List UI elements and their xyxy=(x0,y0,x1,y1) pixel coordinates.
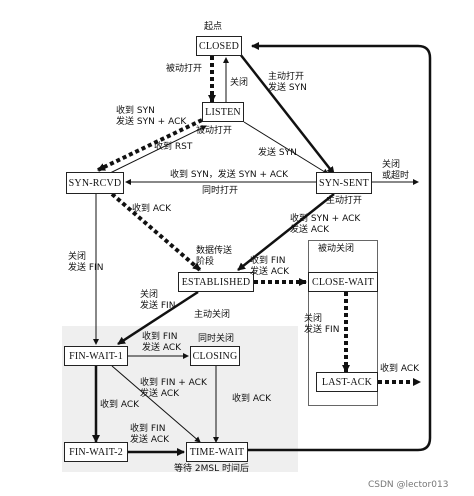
label-passive-close: 被动关闭 xyxy=(318,244,355,254)
label-passive-open-2: 被动打开 xyxy=(196,126,233,136)
label-active-close: 主动关闭 xyxy=(194,310,231,320)
state-closing: CLOSING xyxy=(190,346,240,366)
arrow-closed-synsent xyxy=(239,53,335,175)
arrow-listen-synrcvd xyxy=(97,118,203,172)
label-simultaneous-open: 同时打开 xyxy=(202,186,239,196)
state-last-ack: LAST-ACK xyxy=(316,372,378,392)
label-active-open: 主动打开 xyxy=(326,196,363,206)
state-close-wait: CLOSE-WAIT xyxy=(308,272,378,292)
label-close-send-fin: 关闭 发送 FIN xyxy=(68,252,104,273)
label-data-transfer: 数据传送 阶段 xyxy=(196,246,233,267)
label-close-send-fin-3: 关闭 发送 FIN xyxy=(304,314,340,335)
label-recv-rst: 收到 RST xyxy=(154,142,193,152)
label-close-or-timeout: 关闭 或超时 xyxy=(382,160,410,181)
label-recv-ack-fw1: 收到 ACK xyxy=(100,400,140,410)
label-recv-fin-send-ack-2: 收到 FIN 发送 ACK xyxy=(142,332,182,353)
state-closed: CLOSED xyxy=(196,36,242,56)
state-established: ESTABLISHED xyxy=(178,272,254,292)
label-wait-2msl: 等待 2MSL 时间后 xyxy=(174,464,249,474)
arrow-synrcvd-established xyxy=(110,192,202,272)
state-listen: LISTEN xyxy=(202,102,244,122)
arrow-synsent-established xyxy=(237,193,335,271)
label-send-syn: 发送 SYN xyxy=(258,148,297,158)
arrow-timewait-closed xyxy=(248,42,432,452)
label-recv-fin-send-ack-3: 收到 FIN 发送 ACK xyxy=(130,424,170,445)
label-recv-fin-send-ack: 收到 FIN 发送 ACK xyxy=(250,256,290,277)
label-start: 起点 xyxy=(204,22,223,32)
state-time-wait: TIME-WAIT xyxy=(186,442,248,462)
arrow-listen-synsent xyxy=(243,121,329,175)
state-fin-wait-1: FIN-WAIT-1 xyxy=(64,346,128,366)
arrow-established-finwait1 xyxy=(117,290,199,346)
state-fin-wait-2: FIN-WAIT-2 xyxy=(64,442,128,462)
label-recv-ack-last: 收到 ACK xyxy=(380,364,420,374)
label-recv-ack: 收到 ACK xyxy=(132,204,172,214)
watermark: CSDN @lector013 xyxy=(368,480,449,490)
label-passive-open: 被动打开 xyxy=(166,64,203,74)
state-syn-sent: SYN-SENT xyxy=(316,172,372,194)
passive-close-region xyxy=(308,240,378,406)
arrow-finwait1-timewait xyxy=(111,365,201,443)
label-recv-syn-send-synack: 收到 SYN 发送 SYN + ACK xyxy=(116,106,187,127)
label-recv-synack-send-ack: 收到 SYN + ACK 发送 ACK xyxy=(290,214,361,235)
label-close-listen: 关闭 xyxy=(230,78,249,88)
label-recv-ack-closing: 收到 ACK xyxy=(232,394,272,404)
label-close-send-fin-2: 关闭 发送 FIN xyxy=(140,290,176,311)
label-recv-syn-send-synack-2: 收到 SYN，发送 SYN + ACK xyxy=(170,170,289,180)
arrow-synrcvd-listen xyxy=(103,125,207,177)
label-recv-finack-send-ack: 收到 FIN + ACK 发送 ACK xyxy=(140,378,207,399)
state-syn-rcvd: SYN-RCVD xyxy=(66,172,124,194)
label-simultaneous-close: 同时关闭 xyxy=(198,334,235,344)
label-active-open-send-syn: 主动打开 发送 SYN xyxy=(268,72,307,93)
